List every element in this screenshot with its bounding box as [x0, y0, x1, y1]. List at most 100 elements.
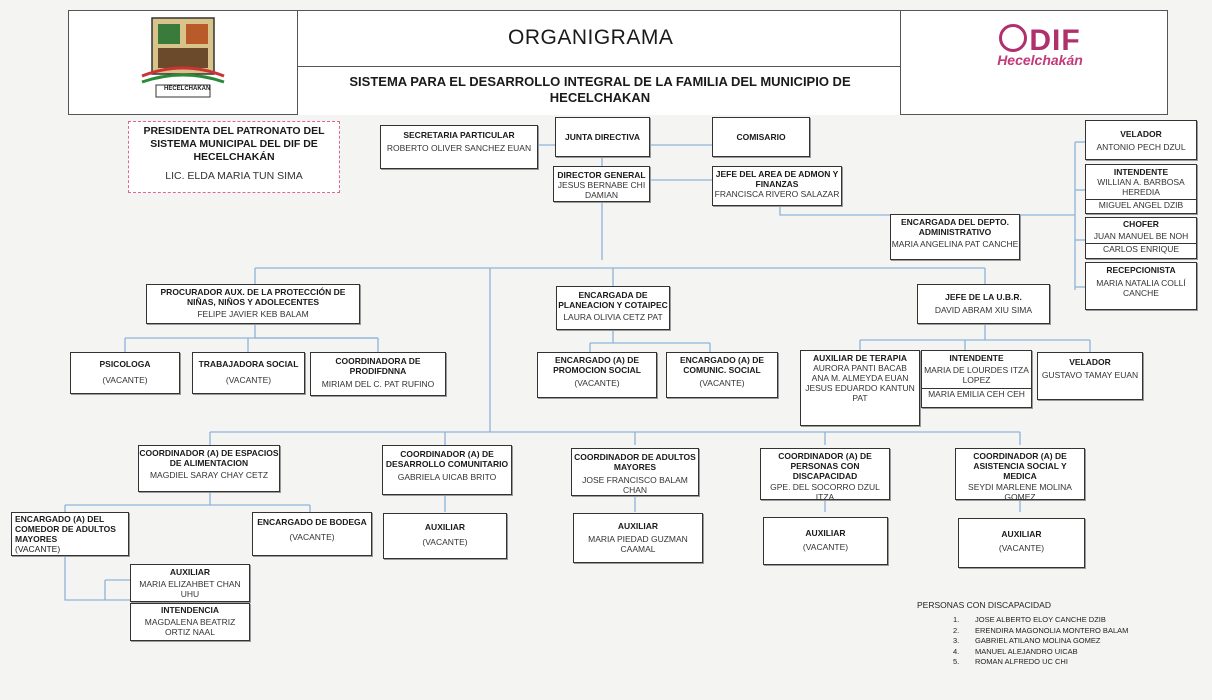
psicologa-box: PSICOLOGA (VACANTE): [70, 352, 180, 394]
coord-adultos-title: COORDINADOR DE ADULTOS MAYORES: [574, 452, 696, 472]
list-item: 5.ROMAN ALFREDO UC CHI: [953, 657, 1128, 668]
jefe-admon-title: JEFE DEL AREA DE ADMON Y FINANZAS: [715, 169, 839, 189]
prodifdnna-name: MIRIAM DEL C. PAT RUFINO: [321, 379, 435, 389]
encargada-admin-name: MARIA ANGELINA PAT CANCHE: [891, 239, 1019, 249]
psicologa-name: (VACANTE): [102, 375, 148, 385]
aux-adultos-name: MARIA PIEDAD GUZMAN CAAMAL: [588, 534, 688, 554]
aux-desarrollo-box: AUXILIAR (VACANTE): [383, 513, 507, 559]
jefe-admon-name: FRANCISCA RIVERO SALAZAR: [714, 189, 840, 199]
intendencia-name: MAGDALENA BEATRIZ ORTIZ NAAL: [144, 617, 236, 637]
intendente-top-box: INTENDENTE WILLIAN A. BARBOSA HEREDIA MI…: [1085, 164, 1197, 214]
bodega-title: ENCARGADO DE BODEGA: [257, 517, 367, 527]
secretaria-name: ROBERTO OLIVER SANCHEZ EUAN: [386, 143, 532, 153]
right-logo-cell: [900, 10, 1168, 115]
aux-asistencia-name: (VACANTE): [998, 543, 1045, 553]
junta-title: JUNTA DIRECTIVA: [565, 132, 640, 142]
prodifdnna-box: COORDINADORA DE PRODIFDNNA MIRIAM DEL C.…: [310, 352, 446, 396]
recepcionista-box: RECEPCIONISTA MARIA NATALIA COLLÍ CANCHE: [1085, 262, 1197, 310]
promocion-box: ENCARGADO (A) DE PROMOCION SOCIAL (VACAN…: [537, 352, 657, 398]
velador-top-name: ANTONIO PECH DZUL: [1096, 142, 1186, 152]
list-item-name: JOSE ALBERTO ELOY CANCHE DZIB: [975, 615, 1106, 624]
list-item: 3. GABRIEL ATILANO MOLINA GOMEZ: [953, 636, 1128, 647]
coord-espacios-title: COORDINADOR (A) DE ESPACIOS DE ALIMENTAC…: [139, 448, 279, 468]
director-box: DIRECTOR GENERAL JESUS BERNABE CHI DAMIA…: [553, 166, 650, 202]
encargada-admin-box: ENCARGADA DEL DEPTO. ADMINISTRATIVO MARI…: [890, 214, 1020, 260]
list-item-name: GABRIEL ATILANO MOLINA GOMEZ: [975, 636, 1101, 645]
secretaria-title: SECRETARIA PARTICULAR: [403, 130, 515, 140]
aux-terapia-title: AUXILIAR DE TERAPIA: [813, 353, 907, 363]
aux-terapia-box: AUXILIAR DE TERAPIA AURORA PANTI BACAB A…: [800, 350, 920, 426]
trabajadora-title: TRABAJADORA SOCIAL: [198, 359, 299, 369]
comedor-name: (VACANTE): [15, 544, 61, 554]
presidenta-name: LIC. ELDA MARIA TUN SIMA: [165, 170, 303, 182]
comedor-box: ENCARGADO (A) DEL COMEDOR DE ADULTOS MAY…: [11, 512, 129, 556]
coord-desarrollo-box: COORDINADOR (A) DE DESARROLLO COMUNITARI…: [382, 445, 512, 495]
bodega-name: (VACANTE): [289, 532, 335, 542]
junta-box: JUNTA DIRECTIVA: [555, 117, 650, 157]
velador-ubr-name: GUSTAVO TAMAY EUAN: [1041, 370, 1139, 380]
dif-logo-word: DIF: [1029, 24, 1081, 57]
promocion-title: ENCARGADO (A) DE PROMOCION SOCIAL: [553, 355, 641, 375]
dif-logo-name: Hecelchakán: [997, 52, 1083, 68]
recepcionista-title: RECEPCIONISTA: [1106, 265, 1176, 275]
aux-discapacidad-name: (VACANTE): [802, 542, 849, 552]
coord-desarrollo-name: GABRIELA UICAB BRITO: [397, 472, 497, 482]
chofer-box: CHOFER JUAN MANUEL BE NOH CARLOS ENRIQUE: [1085, 217, 1197, 259]
coord-asistencia-title: COORDINADOR (A) DE ASISTENCIA SOCIAL Y M…: [973, 451, 1067, 481]
list-item-number: 3.: [953, 636, 960, 645]
list-item-name: ERENDIRA MAGONOLIA MONTERO BALAM: [975, 625, 1129, 635]
list-item-number: 2.: [953, 625, 960, 635]
list-item: 2. ERENDIRA MAGONOLIA MONTERO BALAM: [953, 626, 1128, 637]
coord-espacios-name: MAGDIEL SARAY CHAY CETZ: [149, 470, 269, 480]
comisario-box: COMISARIO: [712, 117, 810, 157]
coord-desarrollo-title: COORDINADOR (A) DE DESARROLLO COMUNITARI…: [385, 449, 509, 469]
jefe-ubr-title: JEFE DE LA U.B.R.: [945, 292, 1022, 302]
intendente-top-name-1: WILLIAN A. BARBOSA HEREDIA: [1097, 177, 1185, 197]
comisario-title: COMISARIO: [736, 132, 786, 142]
dif-logo: DIF Hecelchakán: [960, 24, 1120, 68]
procurador-name: FELIPE JAVIER KEB BALAM: [197, 309, 309, 319]
page-subtitle: SISTEMA PARA EL DESARROLLO INTEGRAL DE L…: [349, 74, 851, 105]
aux-adultos-box: AUXILIAR MARIA PIEDAD GUZMAN CAAMAL: [573, 513, 703, 563]
planeacion-title: ENCARGADA DE PLANEACION Y COTAIPEC: [558, 290, 668, 310]
planeacion-box: ENCARGADA DE PLANEACION Y COTAIPEC LAURA…: [556, 286, 670, 330]
intendencia-title: INTENDENCIA: [160, 605, 220, 615]
aux-terapia-name-1: AURORA PANTI BACAB: [813, 363, 907, 373]
promocion-name: (VACANTE): [574, 378, 620, 388]
aux-comedor-name: MARIA ELIZAHBET CHAN UHU: [139, 579, 241, 599]
presidenta-title: PRESIDENTA DEL PATRONATO DEL SISTEMA MUN…: [143, 125, 325, 163]
coord-asistencia-name: SEYDI MARLENE MOLINA GOMEZ: [968, 482, 1072, 502]
jefe-ubr-box: JEFE DE LA U.B.R. DAVID ABRAM XIU SIMA: [917, 284, 1050, 324]
coord-discapacidad-name: GPE. DEL SOCORRO DZUL ITZA: [770, 482, 880, 502]
list-item-number: 4.: [953, 646, 960, 656]
jefe-ubr-name: DAVID ABRAM XIU SIMA: [934, 305, 1033, 315]
bodega-box: ENCARGADO DE BODEGA (VACANTE): [252, 512, 372, 556]
aux-terapia-name-3: JESUS EDUARDO KANTUN PAT: [805, 383, 915, 403]
trabajadora-box: TRABAJADORA SOCIAL (VACANTE): [192, 352, 305, 394]
intendente-ubr-name-2: MARIA EMILIA CEH CEH: [922, 388, 1031, 399]
list-item: 4. MANUEL ALEJANDRO UICAB: [953, 647, 1128, 658]
header-divider: [298, 66, 900, 115]
comedor-title: ENCARGADO (A) DEL COMEDOR DE ADULTOS MAY…: [15, 514, 116, 544]
chofer-name-1: JUAN MANUEL BE NOH: [1093, 231, 1189, 241]
intendente-ubr-name-1: MARIA DE LOURDES ITZA LOPEZ: [924, 365, 1029, 385]
list-item: 1.JOSE ALBERTO ELOY CANCHE DZIB: [953, 615, 1128, 626]
list-item-name: MANUEL ALEJANDRO UICAB: [975, 646, 1078, 656]
planeacion-name: LAURA OLIVIA CETZ PAT: [563, 312, 663, 322]
aux-desarrollo-name: (VACANTE): [422, 537, 468, 547]
aux-adultos-title: AUXILIAR: [617, 521, 659, 531]
comunic-box: ENCARGADO (A) DE COMUNIC. SOCIAL (VACANT…: [666, 352, 778, 398]
aux-asistencia-title: AUXILIAR: [1001, 529, 1042, 539]
list-item-number: 5.: [953, 657, 960, 666]
personas-discapacidad-list: 1.JOSE ALBERTO ELOY CANCHE DZIB 2. ERENDI…: [953, 615, 1128, 668]
comunic-name: (VACANTE): [699, 378, 745, 388]
aux-discapacidad-box: AUXILIAR (VACANTE): [763, 517, 888, 565]
aux-terapia-name-2: ANA M. ALMEYDA EUAN: [811, 373, 909, 383]
intendente-top-title: INTENDENTE: [1113, 167, 1169, 177]
intendente-ubr-title: INTENDENTE: [949, 353, 1004, 363]
intendente-top-name-2: MIGUEL ANGEL DZIB: [1086, 199, 1196, 210]
aux-asistencia-box: AUXILIAR (VACANTE): [958, 518, 1085, 568]
coord-espacios-box: COORDINADOR (A) DE ESPACIOS DE ALIMENTAC…: [138, 445, 280, 492]
coord-discapacidad-box: COORDINADOR (A) DE PERSONAS CON DISCAPAC…: [760, 448, 890, 502]
velador-top-title: VELADOR: [1120, 129, 1162, 139]
